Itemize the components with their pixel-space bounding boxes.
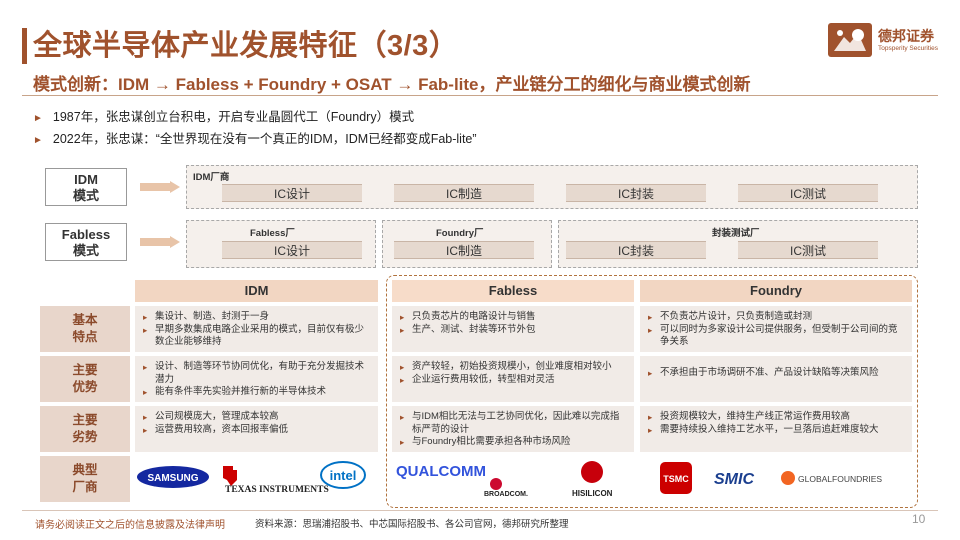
page-title: 全球半导体产业发展特征（3/3） xyxy=(33,30,459,62)
svg-text:TSMC: TSMC xyxy=(663,474,689,484)
idm-step-manufacture: IC制造 xyxy=(394,184,534,202)
bullet-arrow-icon: ► xyxy=(33,135,43,146)
hisilicon-logo: HISILICON xyxy=(572,461,613,498)
page-number: 10 xyxy=(912,512,926,526)
table-cell: 不负责芯片设计，只负责制造或封测 可以同时为多家设计公司提供服务，但受制于公司间… xyxy=(640,306,912,352)
table-cell: 不承担由于市场调研不准、产品设计缺陷等决策风险 xyxy=(640,356,912,402)
table-cell: 公司规模庞大，管理成本较高 运营费用较高，资本回报率偏低 xyxy=(135,406,378,452)
idm-step-test: IC测试 xyxy=(738,184,878,202)
svg-text:SMIC: SMIC xyxy=(714,471,754,488)
tsmc-logo: TSMC xyxy=(660,462,692,494)
foundry-vendor-logos: TSMC SMIC GLOBALFOUNDRIES xyxy=(640,456,912,502)
company-logo-en: Topsperity Securities xyxy=(878,45,938,52)
table-cell: 只负责芯片的电路设计与销售 生产、测试、封装等环节外包 xyxy=(392,306,634,352)
chevron-right-icon xyxy=(140,236,180,248)
fabless-vendor-label: Fabless厂 xyxy=(250,228,295,239)
fabless-step-test: IC测试 xyxy=(738,241,878,259)
fabless-vendor-logos: QUALCOMM BROADCOM. HISILICON xyxy=(392,456,634,502)
svg-text:SAMSUNG: SAMSUNG xyxy=(147,473,198,484)
foundry-vendor-label: Foundry厂 xyxy=(436,228,484,239)
bullet-arrow-icon: ► xyxy=(33,113,43,124)
samsung-logo: SAMSUNG xyxy=(137,466,209,488)
row-label-typical-vendors: 典型厂商 xyxy=(40,456,130,502)
table-cell: 与IDM相比无法与工艺协同优化，因此难以完成指标严苛的设计 与Foundry相比… xyxy=(392,406,634,452)
globalfoundries-logo: GLOBALFOUNDRIES xyxy=(781,471,882,485)
title-accent-bar xyxy=(22,28,27,64)
fabless-foundry-group-frame xyxy=(386,275,918,508)
footer-divider xyxy=(22,510,938,511)
table-cell: 资产较轻，初始投资规模小，创业难度相对较小 企业运行费用较低，转型相对灵活 xyxy=(392,356,634,402)
svg-text:HISILICON: HISILICON xyxy=(572,489,613,498)
row-label-features: 基本特点 xyxy=(40,306,130,352)
svg-text:QUALCOMM: QUALCOMM xyxy=(396,463,486,480)
bullet-item: ►2022年，张忠谋：“全世界现在没有一个真正的IDM，IDM已经都变成Fab-… xyxy=(33,132,477,146)
idm-step-package: IC封装 xyxy=(566,184,706,202)
qualcomm-logo: QUALCOMM xyxy=(396,463,486,480)
company-logo-name: 德邦证券 xyxy=(878,28,934,44)
table-cell: 投资规模较大，维持生产线正常运作费用较高 需要持续投入维持工艺水平，一旦落后追赶… xyxy=(640,406,912,452)
fabless-step-package: IC封装 xyxy=(566,241,706,259)
column-header-fabless: Fabless xyxy=(392,280,634,302)
footer-disclaimer: 请务必阅读正文之后的信息披露及法律声明 xyxy=(35,520,225,531)
svg-text:GLOBALFOUNDRIES: GLOBALFOUNDRIES xyxy=(798,474,882,484)
svg-text:TEXAS INSTRUMENTS: TEXAS INSTRUMENTS xyxy=(225,485,329,495)
idm-vendor-label: IDM厂商 xyxy=(193,172,230,183)
idm-vendor-logos: SAMSUNG TEXAS INSTRUMENTS intel xyxy=(135,456,378,502)
svg-text:intel: intel xyxy=(330,468,357,483)
svg-text:BROADCOM.: BROADCOM. xyxy=(484,491,528,498)
column-header-idm: IDM xyxy=(135,280,378,302)
intel-logo: intel xyxy=(320,461,366,489)
bullet-item: ►1987年，张忠谋创立台积电，开启专业晶圆代工（Foundry）模式 xyxy=(33,110,415,124)
smic-logo: SMIC xyxy=(714,471,754,488)
page-subtitle: 模式创新：IDM → Fabless + Foundry + OSAT → Fa… xyxy=(33,75,751,94)
subtitle-divider xyxy=(22,95,938,96)
company-logo-icon xyxy=(828,23,872,57)
table-cell: 设计、制造等环节协同优化，有助于充分发掘技术潜力 能有条件率先实验并推行新的半导… xyxy=(135,356,378,402)
footer-source: 资料来源：思瑞浦招股书、中芯国际招股书、各公司官网，德邦研究所整理 xyxy=(255,519,569,530)
fabless-step-manufacture: IC制造 xyxy=(394,241,534,259)
idm-step-design: IC设计 xyxy=(222,184,362,202)
chevron-right-icon xyxy=(140,181,180,193)
fabless-mode-box: Fabless 模式 xyxy=(45,223,127,261)
broadcom-logo: BROADCOM. xyxy=(484,478,528,498)
idm-mode-box: IDM 模式 xyxy=(45,168,127,206)
texas-instruments-logo: TEXAS INSTRUMENTS xyxy=(223,466,329,495)
table-cell: 集设计、制造、封测于一身 早期多数集成电路企业采用的模式，目前仅有极少数企业能够… xyxy=(135,306,378,352)
osat-vendor-label: 封装测试厂 xyxy=(712,228,760,239)
column-header-foundry: Foundry xyxy=(640,280,912,302)
row-label-disadvantages: 主要劣势 xyxy=(40,406,130,452)
fabless-step-design: IC设计 xyxy=(222,241,362,259)
row-label-advantages: 主要优势 xyxy=(40,356,130,402)
